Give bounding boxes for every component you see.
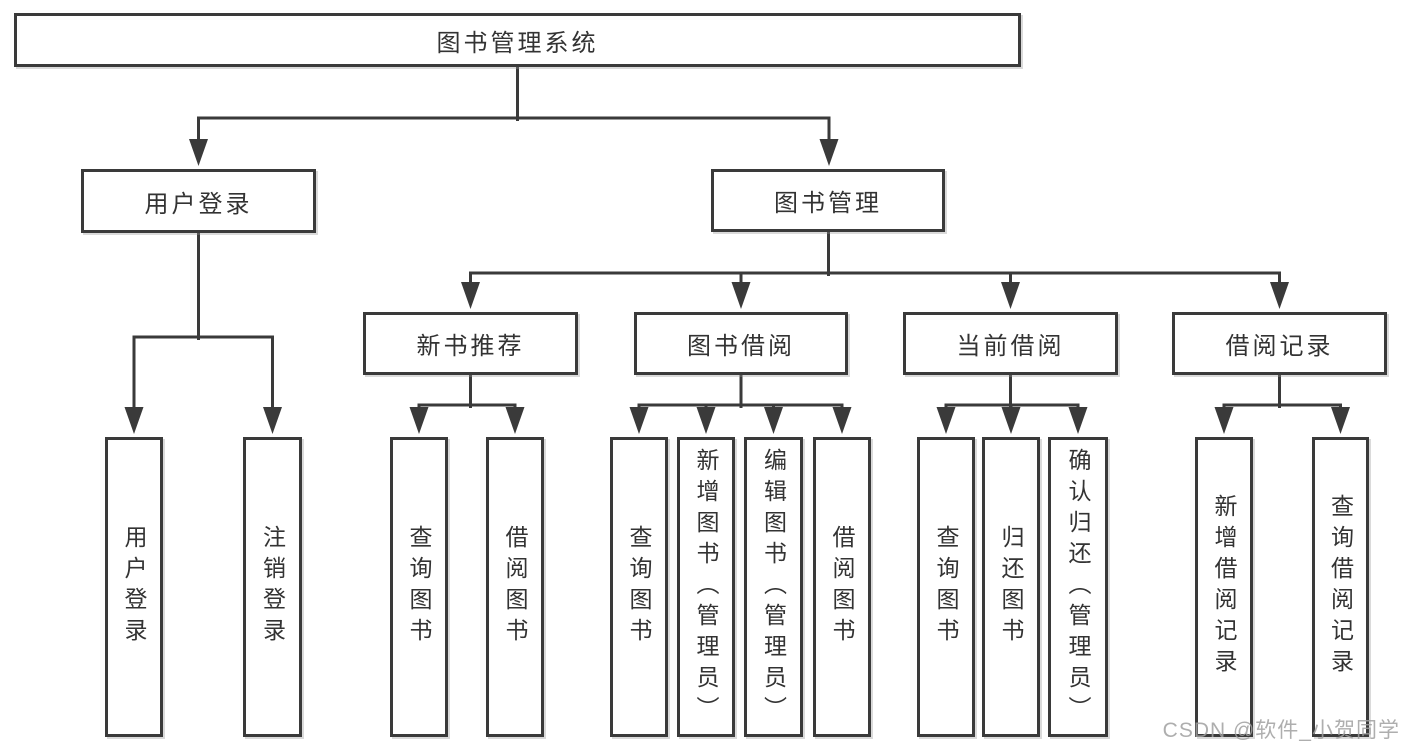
node-new-book-recommend: 新书推荐: [363, 312, 578, 375]
leaf-cb-confirm-return-admin: 确认归还（管理员）: [1048, 437, 1108, 737]
node-borrow-records: 借阅记录: [1172, 312, 1387, 375]
node-current-borrow: 当前借阅: [903, 312, 1118, 375]
node-book-borrow: 图书借阅: [634, 312, 848, 375]
leaf-nbr-query-books: 查询图书: [390, 437, 448, 737]
leaf-cb-query-books: 查询图书: [917, 437, 975, 737]
node-user-login: 用户登录: [81, 169, 316, 233]
leaf-nbr-borrow-books: 借阅图书: [486, 437, 544, 737]
leaf-br-query-record: 查询借阅记录: [1312, 437, 1369, 737]
leaf-bb-add-books-admin: 新增图书（管理员）: [677, 437, 735, 737]
leaf-bb-query-books: 查询图书: [610, 437, 668, 737]
node-book-management: 图书管理: [711, 169, 945, 232]
leaf-user-login: 用户登录: [105, 437, 163, 737]
leaf-bb-borrow-books: 借阅图书: [813, 437, 871, 737]
leaf-bb-edit-books-admin: 编辑图书（管理员）: [744, 437, 803, 737]
leaf-br-add-record: 新增借阅记录: [1195, 437, 1253, 737]
leaf-logout: 注销登录: [243, 437, 302, 737]
leaf-cb-return-books: 归还图书: [982, 437, 1040, 737]
watermark: CSDN @软件_小贺同学: [1162, 719, 1400, 742]
node-root: 图书管理系统: [14, 13, 1021, 67]
